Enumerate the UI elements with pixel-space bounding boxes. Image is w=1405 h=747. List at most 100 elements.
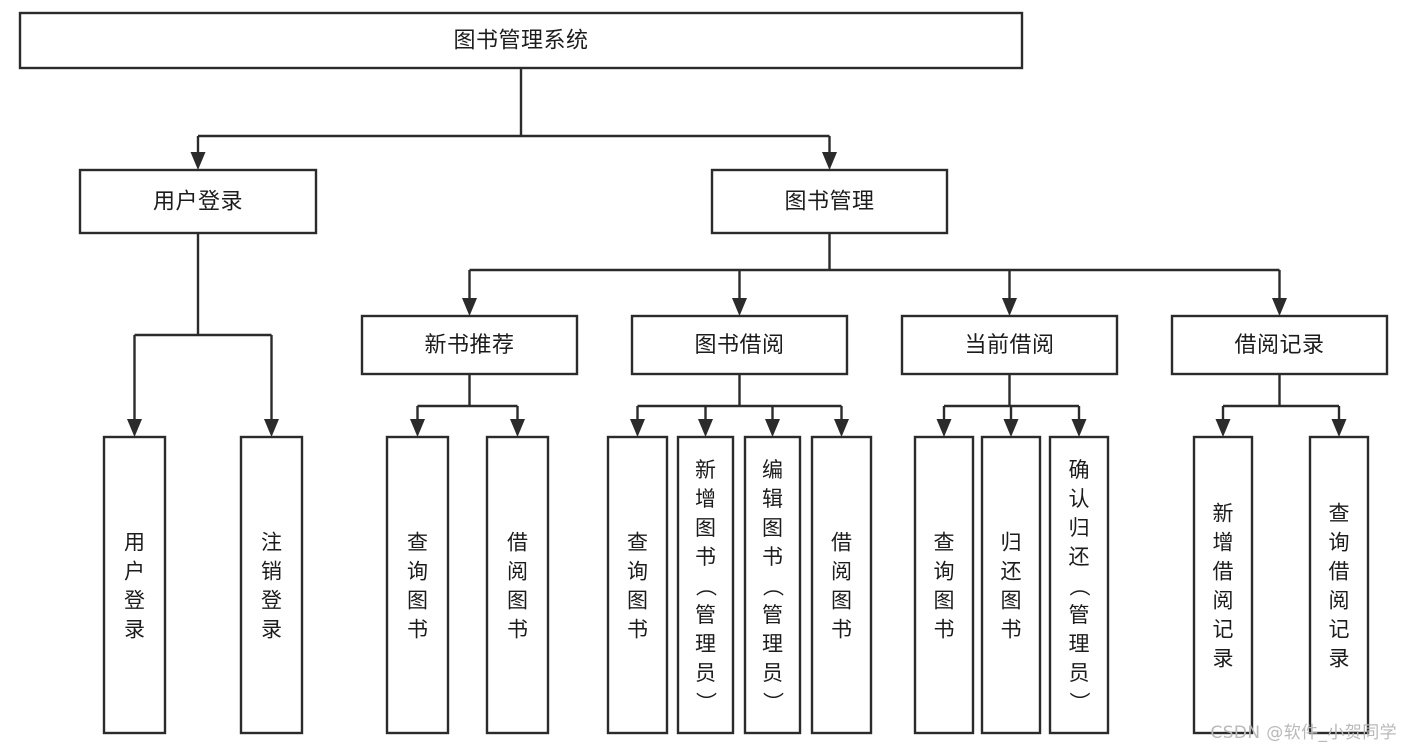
node-label-char: 图 — [831, 589, 852, 613]
node-box[interactable] — [810, 435, 873, 735]
node-box[interactable] — [630, 314, 849, 376]
arrow-head-icon — [630, 419, 645, 437]
node-label-char: ） — [694, 692, 718, 713]
node-current-borrow[interactable]: 当前借阅 — [900, 314, 1119, 376]
arrow-head-icon — [1003, 419, 1019, 437]
node-label-char: 录 — [1329, 647, 1350, 671]
node-box[interactable] — [239, 435, 304, 735]
node-label-char: 编 — [762, 458, 783, 482]
node-label: 新书推荐 — [424, 333, 514, 358]
node-box[interactable] — [900, 314, 1119, 376]
arrow-head-icon — [510, 419, 525, 437]
node-label-char: 阅 — [1213, 589, 1234, 613]
node-label-char: 记 — [1329, 618, 1350, 642]
node-book-manage[interactable]: 图书管理 — [710, 168, 949, 235]
node-box[interactable] — [1308, 435, 1370, 735]
arrow-head-icon — [127, 419, 142, 437]
node-box[interactable] — [913, 435, 975, 735]
arrow-head-icon — [765, 419, 780, 437]
node-box[interactable] — [18, 11, 1024, 70]
node-box[interactable] — [102, 435, 167, 735]
arrow-head-icon — [410, 419, 425, 437]
connector-layer — [127, 68, 1347, 437]
node-box[interactable] — [606, 435, 669, 735]
arrow-head-icon — [1071, 419, 1087, 437]
arrow-head-icon — [1331, 419, 1347, 437]
node-user-login[interactable]: 用户登录 — [78, 168, 318, 235]
node-label-char: 询 — [407, 560, 428, 584]
node-label-char: 归 — [1001, 531, 1022, 555]
arrow-head-icon — [1215, 419, 1231, 437]
node-label: 当前借阅 — [964, 333, 1054, 358]
node-label-char: 还 — [1069, 545, 1090, 569]
node-label-char: 图 — [762, 516, 783, 540]
arrow-head-icon — [190, 152, 206, 170]
node-label-char: 管 — [695, 603, 716, 627]
node-book-borrow[interactable]: 图书借阅 — [630, 314, 849, 376]
node-layer: 图书管理系统用户登录图书管理新书推荐图书借阅当前借阅借阅记录用户登录注销登录查询… — [18, 11, 1389, 735]
node-leaf-user-login[interactable]: 用户登录 — [102, 435, 167, 735]
node-label: 图书管理系统 — [453, 29, 588, 54]
connector-group-user-login — [127, 233, 279, 437]
node-label-char: 查 — [1329, 502, 1350, 526]
node-box[interactable] — [385, 435, 450, 735]
node-label-char: 增 — [695, 487, 716, 511]
node-label-char: 新 — [1213, 502, 1234, 526]
arrow-head-icon — [732, 298, 747, 316]
node-box[interactable] — [360, 314, 579, 376]
node-label-char: 阅 — [1329, 589, 1350, 613]
node-box[interactable] — [1048, 435, 1110, 735]
node-label-char: 户 — [124, 560, 145, 584]
node-box[interactable] — [485, 435, 550, 735]
node-box[interactable] — [710, 168, 949, 235]
arrow-head-icon — [462, 298, 477, 316]
node-label-char: 员 — [1069, 661, 1090, 685]
arrow-head-icon — [1272, 298, 1287, 316]
arrow-head-icon — [698, 419, 713, 437]
node-label-char: 书 — [934, 618, 955, 642]
node-label-char: 记 — [1213, 618, 1234, 642]
node-label-char: 询 — [1329, 531, 1350, 555]
node-label-char: 书 — [831, 618, 852, 642]
node-label-char: 注 — [261, 531, 282, 555]
node-label: 图书借阅 — [694, 333, 784, 358]
node-root[interactable]: 图书管理系统 — [18, 11, 1024, 70]
node-label-char: 查 — [627, 531, 648, 555]
node-label-char: 理 — [1069, 632, 1090, 656]
node-box[interactable] — [1192, 435, 1254, 735]
node-label-char: 员 — [695, 661, 716, 685]
node-box[interactable] — [743, 435, 802, 735]
node-borrow-record[interactable]: 借阅记录 — [1170, 314, 1389, 376]
node-box[interactable] — [1170, 314, 1389, 376]
node-new-book-rec[interactable]: 新书推荐 — [360, 314, 579, 376]
node-label-char: 借 — [1213, 560, 1234, 584]
node-label-char: 图 — [407, 589, 428, 613]
arrow-head-icon — [264, 419, 279, 437]
arrow-head-icon — [834, 419, 849, 437]
node-label-char: ） — [1067, 692, 1091, 713]
node-label-char: 确 — [1069, 458, 1090, 482]
node-box[interactable] — [980, 435, 1042, 735]
node-label-char: 阅 — [831, 560, 852, 584]
node-label: 借阅记录 — [1234, 333, 1324, 358]
node-label-char: 登 — [261, 589, 282, 613]
node-label-char: 询 — [627, 560, 648, 584]
node-label-char: 认 — [1069, 487, 1090, 511]
node-box[interactable] — [676, 435, 735, 735]
node-box[interactable] — [78, 168, 318, 235]
node-label-char: 用 — [124, 531, 145, 555]
